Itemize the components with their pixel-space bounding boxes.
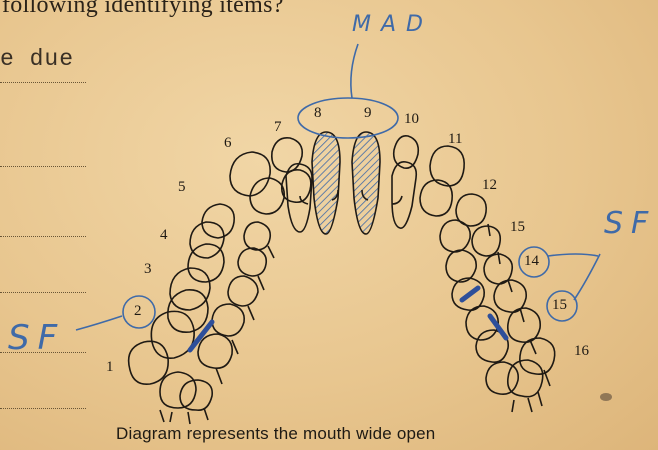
ink-smudge <box>600 393 612 401</box>
diagram-caption: Diagram represents the mouth wide open <box>116 424 435 444</box>
tooth-number: 14 <box>524 254 539 269</box>
tooth-number: 6 <box>224 136 232 151</box>
tooth-number: 9 <box>364 106 372 121</box>
tooth-number: 11 <box>448 132 462 147</box>
tooth-number: 10 <box>404 112 419 127</box>
tooth-number: 8 <box>314 106 322 121</box>
tooth-number: 12 <box>482 178 497 193</box>
tooth-number: 16 <box>574 344 589 359</box>
tooth-number: 5 <box>178 180 186 195</box>
annotation-mad: MAD <box>352 12 433 37</box>
annotation-sf-left: SF <box>8 318 65 358</box>
tooth-number: 1 <box>106 360 114 375</box>
tooth-number: 2 <box>134 304 142 319</box>
tooth-number: 3 <box>144 262 152 277</box>
tooth-number: 7 <box>274 120 282 135</box>
tooth-number: 4 <box>160 228 168 243</box>
tooth-number: 15 <box>552 298 567 313</box>
annotation-sf-right: SF <box>604 206 656 241</box>
tooth-number: 15 <box>510 220 525 235</box>
